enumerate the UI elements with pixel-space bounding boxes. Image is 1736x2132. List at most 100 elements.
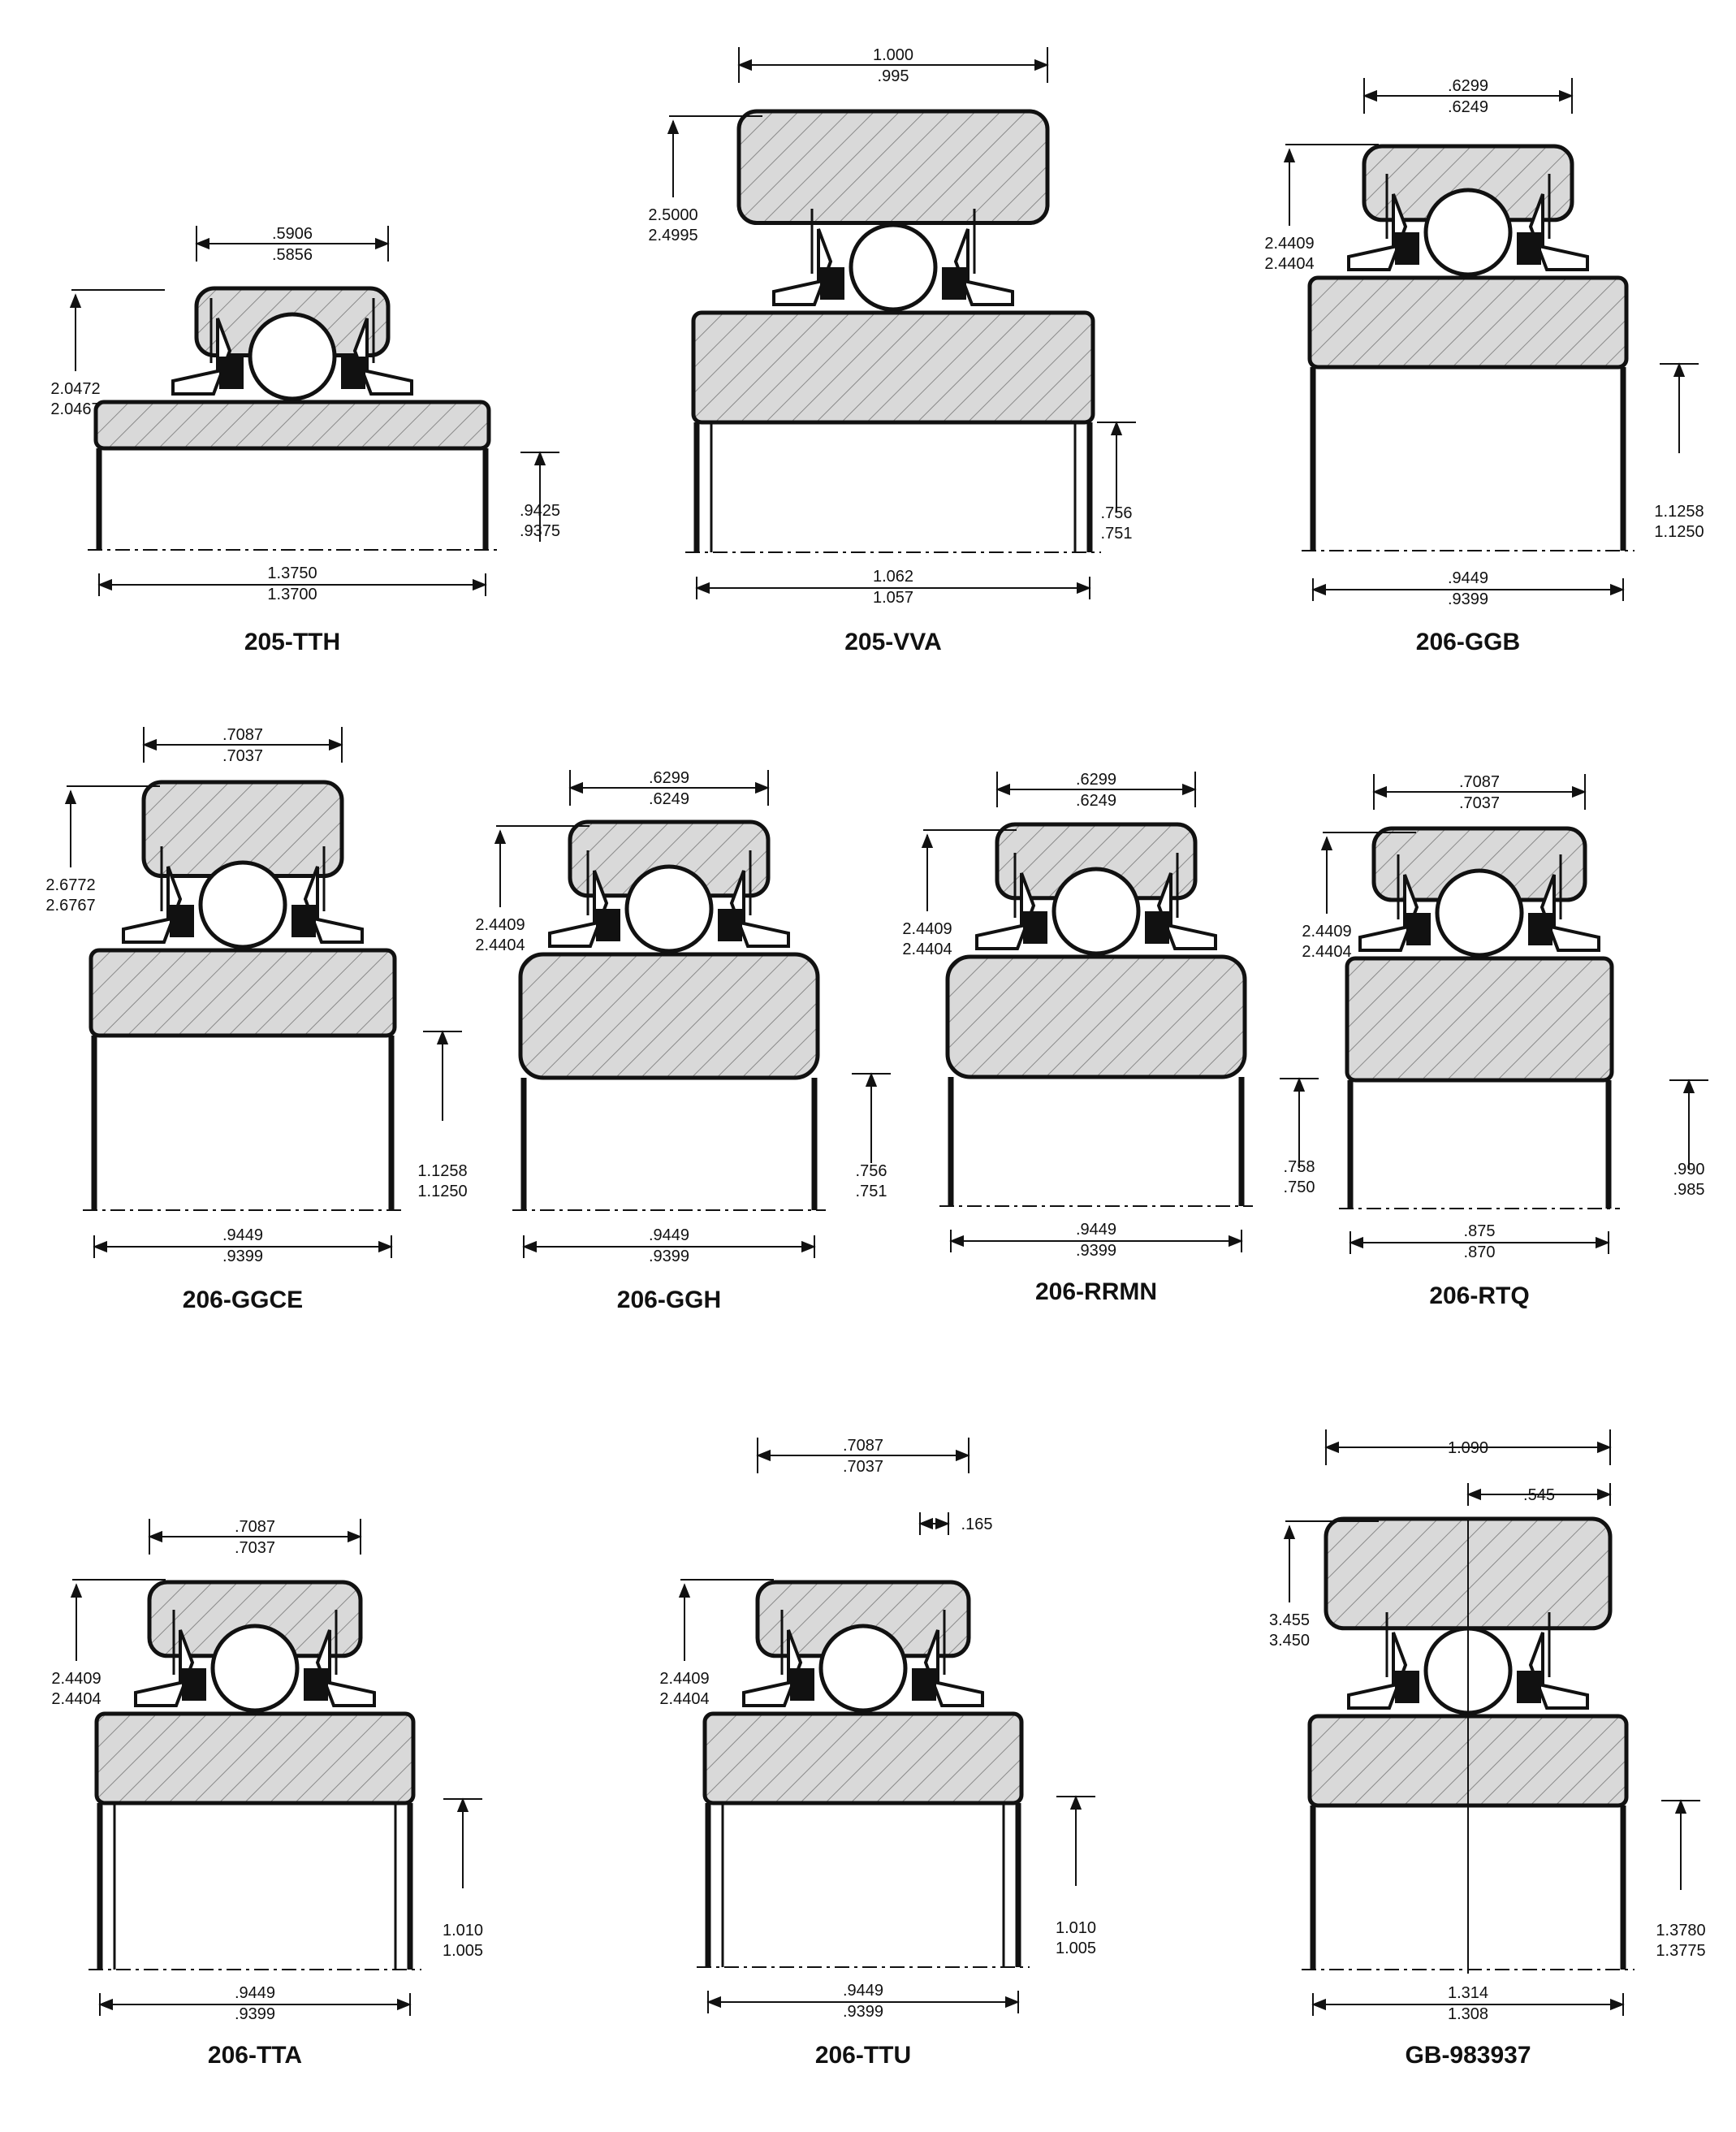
left-dimension-max: 2.4409 <box>659 1670 709 1688</box>
left-dimension-min: 2.4995 <box>648 227 697 244</box>
seal <box>134 1629 195 1707</box>
seal-lip <box>1395 1671 1419 1703</box>
bottom-dimension-max: .9449 <box>843 1982 883 2000</box>
left-dimension-min: 2.4404 <box>475 936 525 954</box>
bottom-dimension-max: .9449 <box>1448 569 1488 587</box>
seal <box>1540 874 1600 952</box>
ball <box>818 1624 908 1713</box>
right-dimension-max: .9425 <box>520 502 560 520</box>
bearing-205-tth: .5906.58562.04722.0467.9425.93751.37501.… <box>50 225 560 655</box>
seal-lip <box>1517 1671 1541 1703</box>
seal-lip <box>170 905 194 937</box>
inner-ring <box>1307 275 1629 370</box>
seal <box>742 1629 803 1707</box>
left-dimension-min: 2.4404 <box>1302 943 1351 961</box>
seal-lip <box>1406 913 1431 945</box>
right-dimension-min: 1.005 <box>1056 1940 1096 1957</box>
right-dimension-min: .751 <box>1101 525 1133 543</box>
ball <box>849 223 938 312</box>
seal <box>923 1629 984 1707</box>
right-dimension-min: .9375 <box>520 522 560 540</box>
bottom-dimension-max: .9449 <box>235 1984 275 2002</box>
left-dimension-max: 2.4409 <box>1264 235 1314 253</box>
bearing-206-ggh: .6299.62492.44092.4404.756.751.9449.9399… <box>475 769 891 1313</box>
top-dimension-max: .7087 <box>1459 773 1500 791</box>
top-dimension-max: .6299 <box>649 769 689 787</box>
bearing-206-ggce: .7087.70372.67722.67671.12581.1250.9449.… <box>45 726 467 1313</box>
seal-lip <box>1145 911 1169 944</box>
seal-lip <box>790 1668 814 1701</box>
left-dimension-min: 2.4404 <box>659 1690 709 1708</box>
seal <box>1347 193 1408 271</box>
top-dimension-min: .995 <box>878 67 909 85</box>
bearing-206-rrmn: .6299.62492.44092.4404.758.750.9449.9399… <box>902 771 1319 1305</box>
inner-ring <box>93 400 491 451</box>
left-dimension-min: 2.4404 <box>51 1690 101 1708</box>
bottom-dimension-min: .9399 <box>649 1248 689 1265</box>
seal-lip <box>912 1668 936 1701</box>
seal-lip <box>1517 232 1541 265</box>
bottom-dimension-max: 1.3750 <box>267 564 317 582</box>
bottom-dimension-min: 1.308 <box>1448 2005 1488 2023</box>
right-dimension-min: .985 <box>1673 1181 1705 1199</box>
bearing-206-ttu: .7087.70372.44092.44041.0101.005.9449.93… <box>659 1437 1096 2069</box>
bottom-dimension-min: .9399 <box>222 1248 263 1265</box>
top-dimension-min: .5856 <box>272 246 313 264</box>
seal <box>1358 874 1419 952</box>
seal <box>122 866 183 944</box>
left-dimension-max: 3.455 <box>1269 1611 1310 1629</box>
outer-ring <box>736 109 1050 225</box>
bottom-dimension-min: .9399 <box>1448 590 1488 608</box>
right-dimension-max: .756 <box>1101 504 1133 522</box>
left-dimension-min: 3.450 <box>1269 1632 1310 1650</box>
bearing-title: 206-GGCE <box>183 1287 303 1313</box>
bearing-title: 206-TTU <box>815 2042 911 2069</box>
seal-lip <box>304 1668 328 1701</box>
bottom-dimension-max: .9449 <box>1076 1221 1116 1239</box>
bottom-dimension-max: 1.314 <box>1448 1984 1488 2002</box>
bottom-dimension-min: .870 <box>1464 1243 1496 1261</box>
inner-ring <box>702 1711 1024 1805</box>
seal-lip <box>182 1668 206 1701</box>
bearing-205-vva: 1.000.9952.50002.4995.756.7511.0621.0572… <box>648 46 1136 655</box>
left-dimension-max: 2.4409 <box>475 916 525 934</box>
inner-ring <box>1345 956 1614 1083</box>
right-dimension-min: .750 <box>1284 1178 1315 1196</box>
top-dimension-max: .7087 <box>222 726 263 744</box>
seal <box>975 872 1036 950</box>
ball <box>1423 188 1513 277</box>
bearing-206-ggb: .6299.62492.44092.44041.12581.1250.9449.… <box>1264 77 1704 655</box>
top-dimension-min: .7037 <box>222 747 263 765</box>
ball <box>1052 867 1141 956</box>
inner-ring <box>94 1711 416 1805</box>
right-dimension-min: .751 <box>856 1183 887 1200</box>
left-dimension-max: 2.4409 <box>51 1670 101 1688</box>
inner-ring <box>518 952 820 1080</box>
ball <box>624 864 714 954</box>
bearing-title: 206-RRMN <box>1035 1278 1157 1305</box>
bottom-dimension-max: .875 <box>1464 1222 1496 1240</box>
right-dimension-max: 1.010 <box>1056 1919 1096 1937</box>
seal <box>1347 1632 1408 1710</box>
bottom-dimension-max: .9449 <box>649 1226 689 1244</box>
seal <box>1156 872 1217 950</box>
seal-lip <box>1395 232 1419 265</box>
bottom-dimension-max: .9449 <box>222 1226 263 1244</box>
right-dimension-max: .758 <box>1284 1158 1315 1176</box>
left-dimension-max: 2.4409 <box>902 920 952 938</box>
bearing-title: 205-TTH <box>244 629 340 655</box>
bottom-dimension-min: .9399 <box>843 2003 883 2021</box>
extra-dimension: .165 <box>961 1516 993 1533</box>
ball <box>1435 868 1524 958</box>
seal <box>953 228 1014 306</box>
right-dimension-max: 1.010 <box>443 1922 483 1940</box>
seal <box>729 870 790 948</box>
bearing-gb-983937: 1.0903.4553.4501.37801.37751.3141.308.54… <box>1269 1429 1706 2069</box>
top-dimension-min: .6249 <box>649 790 689 808</box>
seal-lip <box>820 267 844 300</box>
seal <box>1528 1632 1589 1710</box>
top-dimension: 1.090 <box>1448 1439 1488 1457</box>
right-dimension-min: 1.1250 <box>1654 523 1704 541</box>
top-dimension-min: .6249 <box>1448 98 1488 116</box>
bottom-dimension-min: .9399 <box>235 2005 275 2023</box>
